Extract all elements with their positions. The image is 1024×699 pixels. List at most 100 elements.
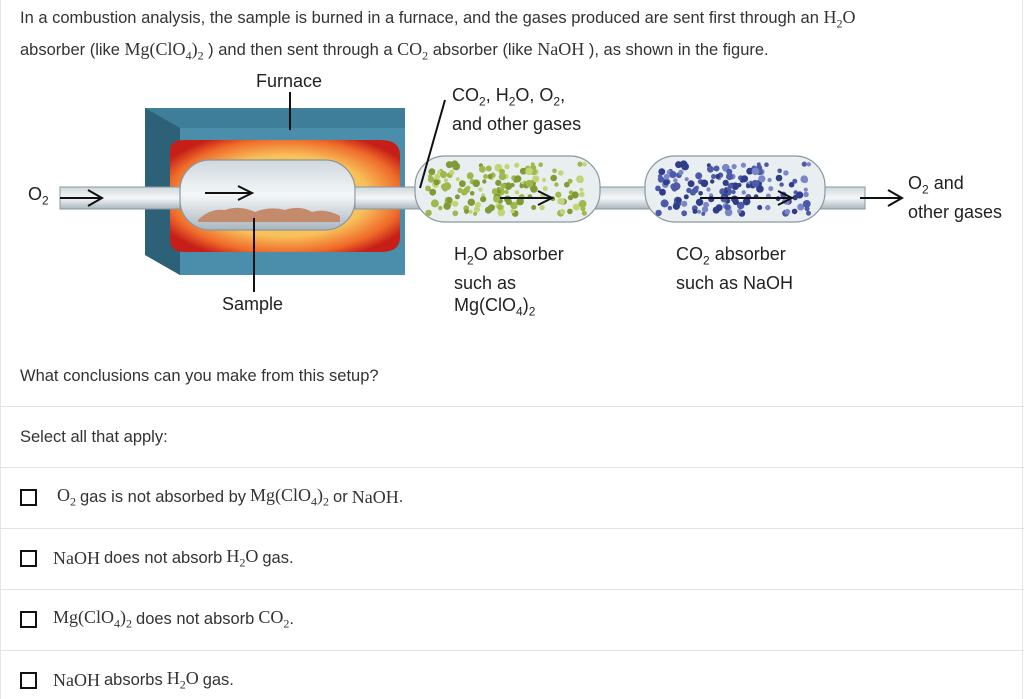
option-2[interactable]: NaOH does not absorb H2O gas.: [20, 545, 294, 571]
absorber-particle: [775, 174, 783, 182]
absorber-particle: [658, 168, 666, 176]
absorber-particle: [530, 162, 535, 167]
divider: [0, 650, 1024, 651]
absorber-particle: [757, 205, 763, 210]
absorber-particle: [742, 197, 751, 206]
option-4[interactable]: NaOH absorbs H2O gas.: [20, 667, 234, 693]
absorber-particle: [687, 180, 695, 188]
co2-absorber-label: CO2 absorber such as NaOH: [676, 244, 794, 293]
absorber-particle: [428, 174, 433, 179]
absorber-particle: [558, 170, 564, 176]
absorber-particle: [703, 201, 709, 208]
absorber-particle: [567, 208, 573, 215]
absorber-particle: [541, 177, 547, 183]
absorber-particle: [514, 175, 522, 183]
divider: [0, 589, 1024, 590]
absorber-particle: [779, 182, 784, 187]
absorber-particle: [475, 201, 481, 208]
absorber-particle: [497, 208, 506, 217]
absorber-particle: [578, 200, 587, 208]
absorber-particle: [692, 208, 698, 214]
absorber-particle: [683, 194, 689, 200]
absorber-particle: [784, 208, 791, 215]
absorber-particle: [737, 209, 742, 214]
absorber-particle: [803, 187, 808, 192]
absorber-particle: [468, 209, 473, 214]
absorber-particle: [567, 194, 574, 201]
absorber-particle: [572, 203, 580, 211]
absorber-particle: [500, 183, 506, 189]
absorber-particle: [681, 200, 688, 207]
absorber-particle: [498, 173, 506, 181]
absorber-particle: [706, 187, 711, 192]
absorber-particle: [767, 177, 772, 183]
absorber-particle: [804, 206, 810, 212]
absorber-particle: [667, 205, 673, 211]
absorber-particle: [428, 168, 436, 176]
absorber-particle: [455, 177, 460, 182]
absorber-particle: [485, 165, 492, 172]
absorber-particle: [472, 179, 481, 188]
absorber-particle: [514, 190, 520, 195]
absorber-particle: [697, 209, 702, 214]
absorber-particle: [581, 210, 587, 216]
absorber-particle: [710, 179, 715, 184]
absorber-particle: [711, 174, 716, 179]
absorber-particle: [684, 177, 689, 182]
absorber-particle: [751, 180, 760, 188]
absorber-particle: [579, 191, 585, 198]
absorber-particle: [740, 175, 749, 183]
formula-co2: CO2: [397, 38, 429, 63]
absorber-particle: [726, 173, 734, 181]
absorber-particle: [504, 182, 513, 190]
absorber-particle: [672, 202, 681, 210]
absorber-particle: [695, 172, 703, 180]
absorber-particle: [724, 204, 731, 211]
absorber-particle: [675, 197, 682, 204]
absorber-particle: [695, 198, 704, 206]
absorber-particle: [425, 185, 431, 192]
option-1[interactable]: O2 gas is not absorbed by Mg(ClO4)2 or N…: [20, 484, 403, 510]
absorber-particle: [582, 162, 587, 167]
option-3[interactable]: Mg(ClO4)2 does not absorb CO2.: [20, 606, 294, 632]
absorber-particle: [483, 174, 489, 179]
absorber-particle: [746, 183, 751, 189]
absorber-particle: [461, 189, 468, 196]
formula-naoh: NaOH: [537, 38, 585, 59]
absorber-particle: [496, 189, 501, 194]
absorber-particle: [439, 171, 448, 179]
absorber-particle: [452, 210, 459, 217]
absorber-particle: [451, 160, 459, 168]
absorber-particle: [659, 188, 666, 196]
intro-text: In a combustion analysis, the sample is …: [20, 7, 856, 63]
absorber-particle: [538, 162, 543, 167]
h2o-absorber-particles: [425, 160, 587, 217]
checkbox[interactable]: [20, 610, 37, 628]
absorber-particle: [519, 167, 527, 175]
absorber-particle: [806, 162, 811, 167]
checkbox[interactable]: [20, 488, 37, 506]
absorber-particle: [519, 183, 524, 189]
gases-label: CO2, H2O, O2, and other gases: [452, 85, 582, 134]
checkbox[interactable]: [20, 671, 37, 689]
absorber-particle: [681, 210, 688, 217]
absorber-particle: [655, 209, 662, 217]
absorber-particle: [532, 175, 540, 183]
absorber-particle: [731, 189, 736, 195]
absorber-particle: [783, 170, 789, 176]
absorber-particle: [657, 174, 663, 179]
absorber-particle: [731, 182, 740, 190]
absorber-particle: [478, 187, 483, 192]
absorber-particle: [466, 172, 474, 180]
checkbox[interactable]: [20, 549, 37, 567]
absorber-particle: [698, 191, 703, 196]
question-text: What conclusions can you make from this …: [20, 367, 379, 385]
absorber-particle: [449, 169, 455, 175]
formula-mgclo4: Mg(ClO4)2: [124, 38, 204, 63]
absorber-particle: [669, 171, 677, 179]
absorber-particle: [488, 204, 495, 212]
formula-h2o: H2O: [823, 7, 856, 31]
absorber-particle: [425, 209, 432, 217]
absorber-particle: [487, 173, 493, 180]
